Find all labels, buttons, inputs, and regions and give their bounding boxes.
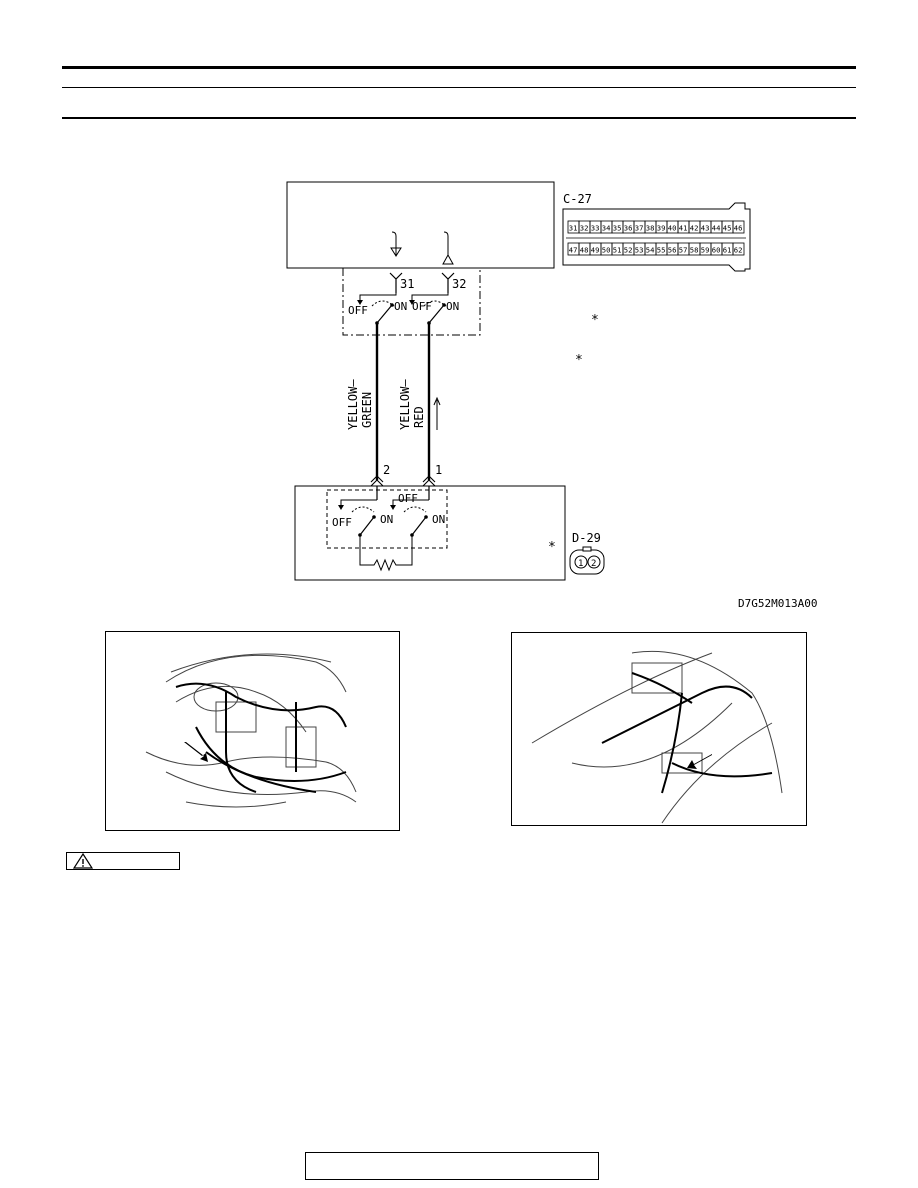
wire-left-label-2: GREEN [360, 392, 374, 428]
header-middle-rule [62, 87, 856, 88]
pin-2-label: 2 [383, 463, 390, 477]
c27-pin-number: 56 [668, 246, 677, 255]
c27-pin-number: 57 [679, 246, 688, 255]
c27-pin-number: 41 [679, 224, 688, 233]
c27-pin-cell [732, 242, 745, 256]
c27-pin-number: 50 [602, 246, 611, 255]
c27-label: C-27 [563, 192, 592, 206]
upper-switch-box [342, 267, 481, 336]
d29-pin-1: 1 [578, 559, 583, 569]
lower-on-1: ON [380, 513, 393, 526]
d29-pin-2: 2 [591, 559, 596, 569]
lower-on-2: ON [432, 513, 445, 526]
c27-pin-number: 47 [569, 246, 578, 255]
c27-pin-number: 53 [635, 246, 644, 255]
c27-pin-number: 52 [624, 246, 633, 255]
header-top-rule [62, 66, 856, 69]
asterisk-3: * [548, 540, 556, 555]
upper-off-2: OFF [412, 300, 432, 313]
lower-switch-box [326, 489, 448, 549]
header-bottom-rule [62, 117, 856, 119]
pointer-arrow-2 [687, 754, 712, 769]
upper-on-2: ON [446, 300, 459, 313]
c27-pin-number: 31 [569, 224, 578, 233]
pin-31-label: 31 [400, 277, 414, 291]
c27-pin-number: 48 [580, 246, 589, 255]
c27-pin-number: 54 [646, 246, 655, 255]
asterisk-2: * [575, 353, 583, 368]
d29-label: D-29 [572, 531, 601, 545]
c27-pin-number: 45 [723, 224, 732, 233]
asterisk-1: * [591, 313, 599, 328]
interior-harness-photo [105, 631, 400, 831]
upper-off-1: OFF [348, 304, 368, 317]
c27-pin-number: 55 [657, 246, 666, 255]
lower-off-left: OFF [332, 516, 352, 529]
c27-pin-number: 58 [690, 246, 699, 255]
c27-pin-number: 34 [602, 224, 611, 233]
c27-pin-number: 46 [734, 224, 743, 233]
wire-right-label-2: RED [412, 406, 426, 428]
wiring-diagram: 31 32 OFF ON OFF ON YELLOW– GREEN YELLOW… [286, 181, 751, 581]
wire-right-label-1: YELLOW– [398, 379, 412, 430]
c27-pin-number: 33 [591, 224, 600, 233]
resistor [359, 535, 413, 572]
warning-triangle-icon [73, 853, 93, 869]
upper-on-1: ON [394, 300, 407, 313]
c27-pin-number: 36 [624, 224, 633, 233]
c27-pin-number: 39 [657, 224, 666, 233]
c27-pin-cell [732, 220, 745, 234]
c27-pin-number: 61 [723, 246, 732, 255]
c27-pin-number: 38 [646, 224, 655, 233]
c27-pin-number: 59 [701, 246, 710, 255]
figure-code: D7G52M013A00 [738, 597, 818, 610]
terminal-arrow-32 [442, 253, 454, 265]
pointer-arrow [184, 742, 208, 762]
c27-pin-number: 62 [734, 246, 743, 255]
pin-1-label: 1 [435, 463, 442, 477]
control-unit-box [286, 181, 555, 269]
c27-pin-number: 42 [690, 224, 699, 233]
c27-pin-number: 43 [701, 224, 710, 233]
c27-pin-number: 32 [580, 224, 589, 233]
pin-32-label: 32 [452, 277, 466, 291]
switch-unit-box [294, 485, 566, 581]
c27-pin-number: 40 [668, 224, 677, 233]
caution-box [66, 852, 180, 870]
wire-left-label-1: YELLOW– [346, 379, 360, 430]
c27-pin-number: 60 [712, 246, 721, 255]
terminal-arrow-31 [390, 231, 402, 257]
c27-pin-number: 49 [591, 246, 600, 255]
c27-connector [562, 202, 751, 272]
c27-pin-number: 51 [613, 246, 622, 255]
footer-page-box [305, 1152, 599, 1180]
c27-pin-number: 35 [613, 224, 622, 233]
c27-pin-number: 37 [635, 224, 644, 233]
lower-off-top: OFF [398, 492, 418, 505]
c27-pin-number: 44 [712, 224, 721, 233]
engine-bay-harness-photo [511, 632, 807, 826]
